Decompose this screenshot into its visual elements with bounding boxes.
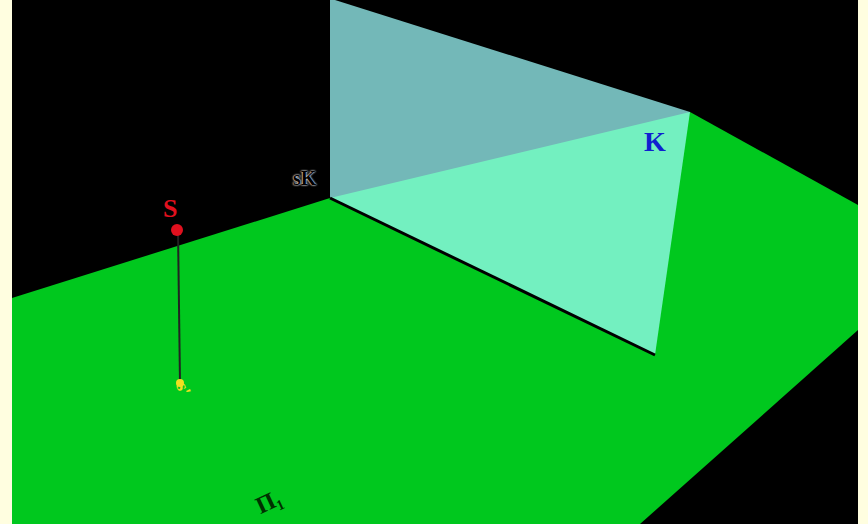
vertical-plane (330, 0, 690, 355)
trace-line (330, 198, 655, 355)
projecting-line (178, 230, 180, 383)
plane-label: K (644, 128, 666, 156)
trace-label: sK (293, 168, 316, 188)
point-label: S (163, 196, 177, 222)
background (12, 0, 858, 524)
point-s (171, 224, 183, 236)
